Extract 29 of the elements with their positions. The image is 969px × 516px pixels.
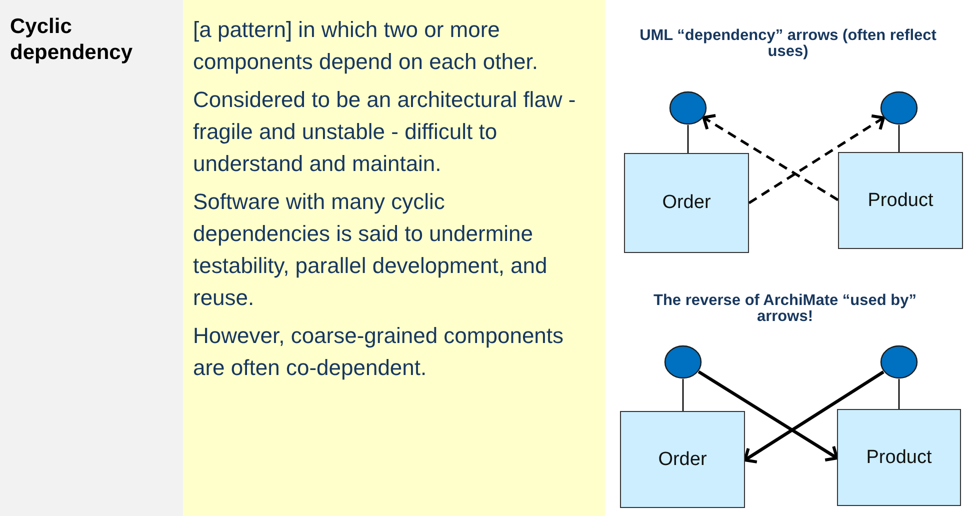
definition-cell xyxy=(183,0,605,516)
arrow xyxy=(744,370,884,464)
term-cell xyxy=(0,0,183,516)
arrow xyxy=(698,370,838,462)
component-name: Order xyxy=(662,192,711,214)
definition-paragraph: Software with many cyclic dependencies is said to undermine testability, parallel development, and reuse. xyxy=(193,188,548,312)
definition-paragraph: [a pattern] in which two or more components depend on each other. xyxy=(193,16,539,76)
component-box xyxy=(624,153,749,253)
component-box xyxy=(837,409,961,506)
diagram-heading: The reverse of ArchiMate “used by” arrows! xyxy=(652,293,918,325)
definition-paragraph: However, coarse-grained components are often co-dependent. xyxy=(193,322,565,382)
dependency-arrow xyxy=(748,114,885,204)
interface-circle xyxy=(880,91,918,125)
definition-paragraph: Considered to be an architectural flaw - fragile and unstable - difficult to understand and maintain. xyxy=(193,86,577,178)
component-name: Order xyxy=(658,448,707,470)
interface-circle xyxy=(880,345,918,379)
dependency-arrow xyxy=(702,114,839,202)
connector-line xyxy=(687,125,689,153)
connector-line xyxy=(898,379,900,409)
interface-circle xyxy=(664,345,702,379)
component-box xyxy=(620,411,745,508)
component-name: Product xyxy=(866,446,932,468)
connector-line xyxy=(682,379,684,411)
term-text: Cyclic dependency xyxy=(10,14,134,66)
component-box xyxy=(838,152,963,249)
diagram-heading: UML “dependency” arrows (often reflect uses) xyxy=(638,28,938,60)
component-name: Product xyxy=(868,190,934,212)
interface-circle xyxy=(669,91,707,125)
connector-line xyxy=(898,125,900,152)
